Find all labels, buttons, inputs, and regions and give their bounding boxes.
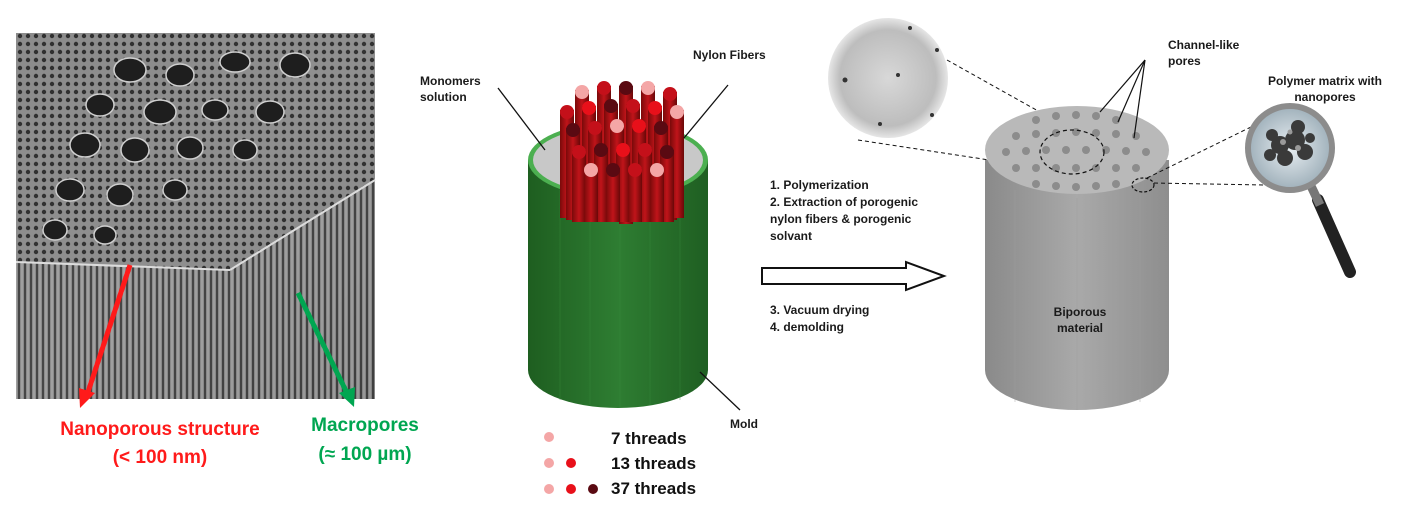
nylon-fibers: [560, 81, 684, 224]
macro-size: (≈ 100 µm): [318, 444, 412, 465]
threads-legend-dots: [544, 432, 598, 494]
fibers-label: Nylon Fibers: [693, 48, 766, 62]
macro-arrow-shaft: [295, 291, 350, 395]
threads-37-label: 37 threads: [611, 479, 697, 498]
channel-label: Channel-like pores: [1168, 38, 1240, 68]
magnifier-icon: [1245, 103, 1356, 278]
monomers-label: Monomers solution: [420, 74, 481, 104]
nano-size: (< 100 nm): [112, 447, 208, 468]
threads-7-label: 7 threads: [611, 429, 687, 448]
macro-arrowhead: [339, 387, 355, 407]
inset-leader-bottom: [857, 139, 1056, 171]
macro-label: Macropores: [311, 415, 419, 436]
magnifier-leader-top: [1146, 124, 1256, 179]
fibers-leader: [683, 84, 729, 139]
step-2: 2. Extraction of porogenic nylon fibers …: [770, 195, 919, 243]
nano-arrow-shaft: [84, 264, 133, 396]
mold-leader: [699, 371, 741, 411]
nano-arrowhead: [79, 388, 95, 408]
step-3: 3. Vacuum drying: [770, 303, 870, 317]
step-1: 1. Polymerization: [770, 178, 869, 192]
matrix-label: Polymer matrix with nanopores: [1267, 74, 1383, 104]
material-cylinder: [985, 106, 1169, 410]
magnifier-leader-bottom: [1153, 182, 1266, 186]
monomers-leader: [497, 87, 546, 151]
nano-label: Nanoporous structure: [60, 419, 260, 440]
sem-inset: [828, 18, 948, 138]
channel-leaders: [1099, 59, 1146, 139]
mold-label: Mold: [730, 417, 758, 431]
material-label: Biporous material: [1053, 305, 1107, 335]
step-4: 4. demolding: [770, 320, 845, 334]
process-arrow: [761, 260, 947, 292]
threads-13-label: 13 threads: [611, 454, 697, 473]
